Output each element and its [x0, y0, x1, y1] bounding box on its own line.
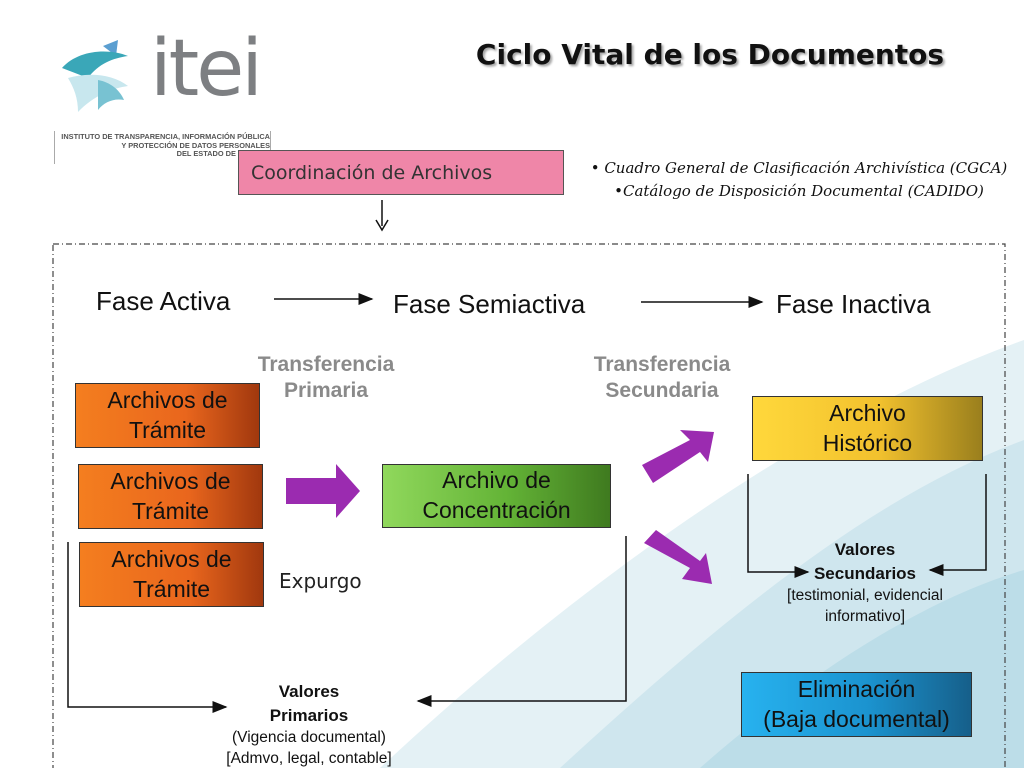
valores-primarios: Valores Primarios (Vigencia documental) … — [200, 680, 418, 769]
historico-line-1: Archivo — [829, 399, 906, 426]
box-archivos-tramite-2: Archivos de Trámite — [78, 464, 263, 529]
tramite-3-line-1: Archivos de — [111, 545, 232, 572]
box-archivos-tramite-1: Archivos de Trámite — [75, 383, 260, 448]
tramite-2-line-2: Trámite — [131, 497, 210, 524]
valores-secundarios-title-1: Valores — [834, 540, 896, 559]
transfer-primary: Transferencia Primaria — [236, 352, 416, 405]
transfer-secondary-line-1: Transferencia — [593, 353, 731, 376]
valores-primarios-title-1: Valores — [278, 682, 340, 701]
logo-subtitle-line-3: DEL ESTADO DE JALISCO — [176, 149, 270, 159]
eliminacion-line-2: (Baja documental) — [763, 705, 950, 732]
phase-inactive: Fase Inactiva — [776, 289, 931, 319]
tramite-1-line-1: Archivos de — [107, 386, 228, 413]
itei-logo-icon — [62, 40, 128, 112]
transfer-secondary: Transferencia Secundaria — [572, 352, 752, 405]
logo-divider-right — [270, 131, 271, 164]
valores-secundarios-detail-1: [testimonial, evidencial — [787, 586, 943, 604]
note-cadido: •Catálogo de Disposición Documental (CAD… — [614, 181, 984, 200]
logo-wordmark: itei — [150, 24, 263, 114]
concentracion-line-2: Concentración — [422, 497, 571, 523]
note-cgca: • Cuadro General de Clasificación Archiv… — [590, 159, 1008, 177]
logo-subtitle: INSTITUTO DE TRANSPARENCIA, INFORMACIÓN … — [58, 132, 270, 159]
eliminacion-line-1: Eliminación — [797, 675, 916, 702]
expurgo-label: Expurgo — [279, 569, 362, 593]
transfer-primary-line-2: Primaria — [283, 379, 369, 403]
transfer-primary-line-1: Transferencia — [257, 353, 395, 376]
coordination-label: Coordinación de Archivos — [251, 161, 493, 184]
phase-semiactive: Fase Semiactiva — [393, 289, 586, 319]
valores-primarios-title-2: Primarios — [269, 705, 349, 725]
instruments-notes: • Cuadro General de Clasificación Archiv… — [574, 157, 1024, 202]
logo-subtitle-line-1: INSTITUTO DE TRANSPARENCIA, INFORMACIÓN … — [61, 132, 270, 141]
tramite-3-line-2: Trámite — [132, 575, 211, 602]
phase-active: Fase Activa — [96, 286, 231, 316]
box-archivo-concentracion: Archivo de Concentración — [382, 464, 611, 528]
box-archivos-tramite-3: Archivos de Trámite — [79, 542, 264, 607]
logo-divider-left — [54, 131, 55, 164]
valores-primarios-vigencia: (Vigencia documental) — [232, 728, 386, 746]
box-eliminacion: Eliminación (Baja documental) — [741, 672, 972, 737]
tramite-1-line-2: Trámite — [128, 416, 207, 443]
valores-secundarios-title-2: Secundarios — [813, 563, 917, 583]
transfer-secondary-line-2: Secundaria — [605, 379, 719, 403]
coordination-box: Coordinación de Archivos — [238, 150, 564, 195]
concentracion-line-1: Archivo de — [442, 467, 551, 494]
logo-subtitle-line-2: Y PROTECCIÓN DE DATOS PERSONALES — [121, 140, 270, 150]
tramite-2-line-1: Archivos de — [110, 467, 231, 494]
valores-secundarios-detail-2: informativo] — [824, 607, 906, 625]
valores-secundarios: Valores Secundarios [testimonial, eviden… — [760, 538, 970, 627]
historico-line-2: Histórico — [822, 429, 913, 456]
page-title: Ciclo Vital de los Documentos — [475, 38, 945, 71]
valores-primarios-detail: [Admvo, legal, contable] — [226, 749, 392, 767]
